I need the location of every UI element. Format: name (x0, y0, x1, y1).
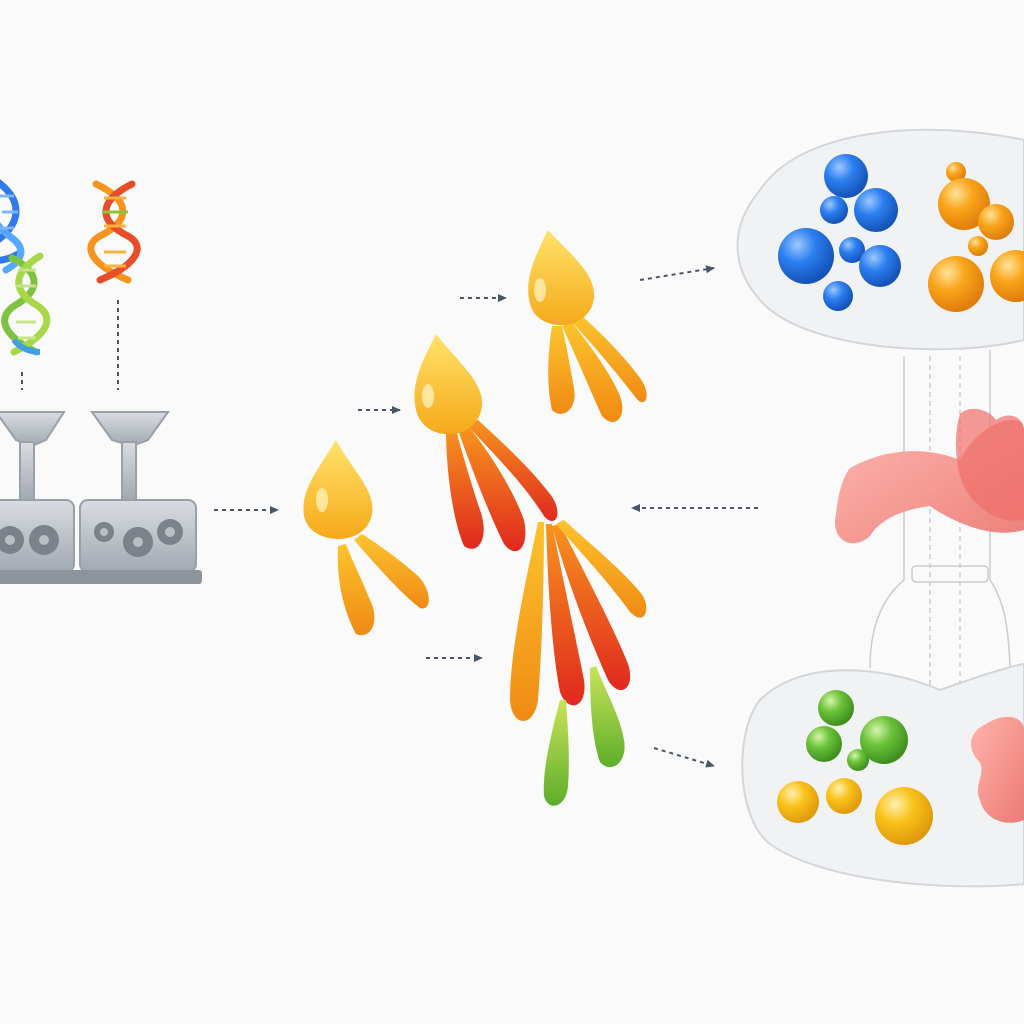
organ-tissue-icon (834, 408, 1024, 544)
production-machine-icon (0, 411, 202, 584)
sphere-orange-icon (928, 162, 1024, 312)
lower-compartment (741, 662, 1024, 888)
sphere-yellow-icon (777, 778, 933, 845)
droplet-cluster-icon (510, 520, 647, 806)
droplet-icon (414, 334, 558, 552)
dna-helix-green-icon (1, 252, 51, 356)
organ-fragment-icon (971, 716, 1024, 823)
droplet-icon (528, 230, 647, 423)
connector-tube (869, 350, 1011, 690)
dna-helix-orange-icon (87, 180, 141, 284)
arrow-to-upper-compartment (639, 265, 715, 281)
arrow-to-lower-compartment (653, 747, 715, 768)
sphere-blue-icon (778, 154, 901, 311)
droplet-icon (303, 440, 429, 636)
sphere-green-icon (806, 690, 908, 771)
upper-compartment (736, 128, 1024, 351)
